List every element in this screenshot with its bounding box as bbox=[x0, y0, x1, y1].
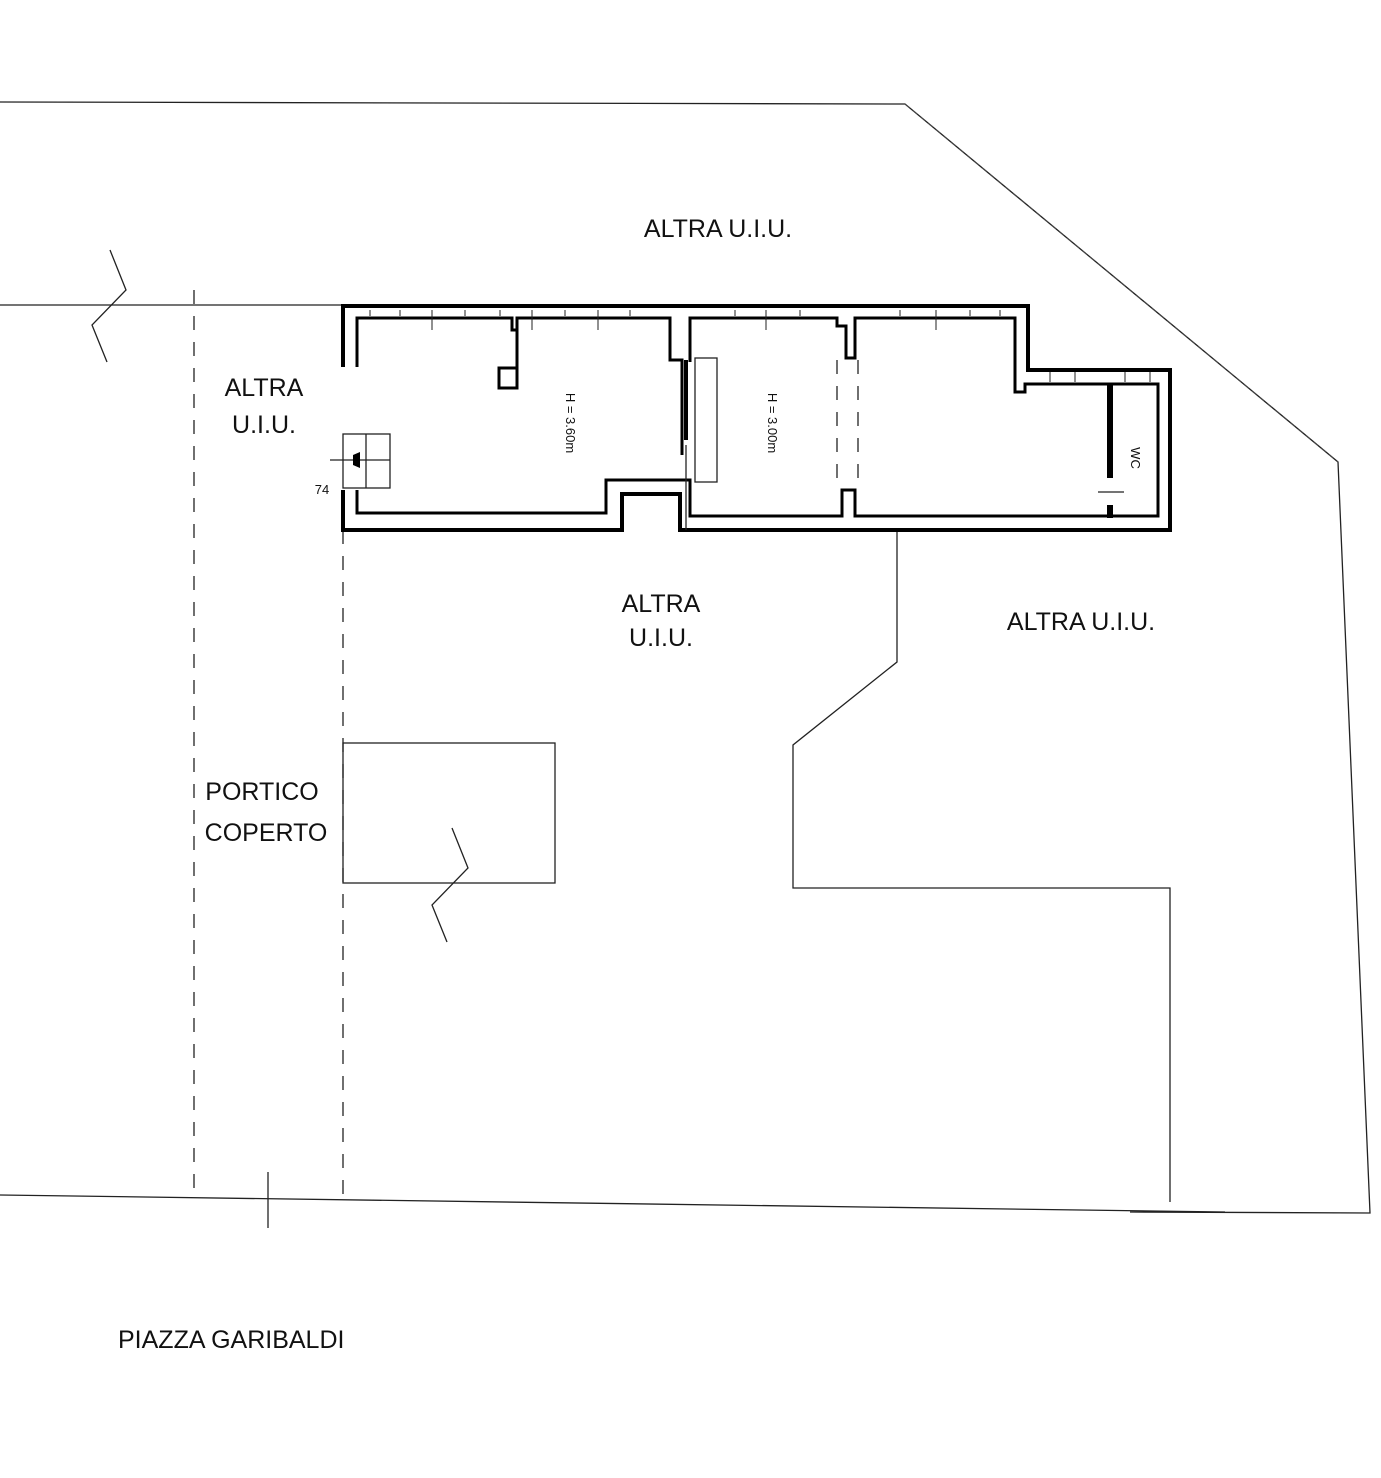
entry-number: 74 bbox=[315, 482, 329, 497]
unit-walls bbox=[330, 304, 1172, 532]
street-name: PIAZZA GARIBALDI bbox=[118, 1326, 344, 1354]
label-right-unit: ALTRA U.I.U. bbox=[1007, 608, 1155, 636]
wc-label: WC bbox=[1128, 447, 1143, 469]
label-left-unit-1: ALTRA bbox=[225, 374, 304, 402]
room1-height: H = 3.60m bbox=[563, 393, 578, 453]
label-portico-1: PORTICO bbox=[205, 778, 318, 806]
room2-height: H = 3.00m bbox=[765, 393, 780, 453]
label-portico-2: COPERTO bbox=[205, 819, 328, 847]
label-top-unit: ALTRA U.I.U. bbox=[644, 215, 792, 243]
label-center-unit-1: ALTRA bbox=[622, 590, 701, 618]
site-boundaries bbox=[0, 101, 1371, 1228]
label-left-unit-2: U.I.U. bbox=[232, 411, 296, 439]
label-center-unit-2: U.I.U. bbox=[629, 624, 693, 652]
